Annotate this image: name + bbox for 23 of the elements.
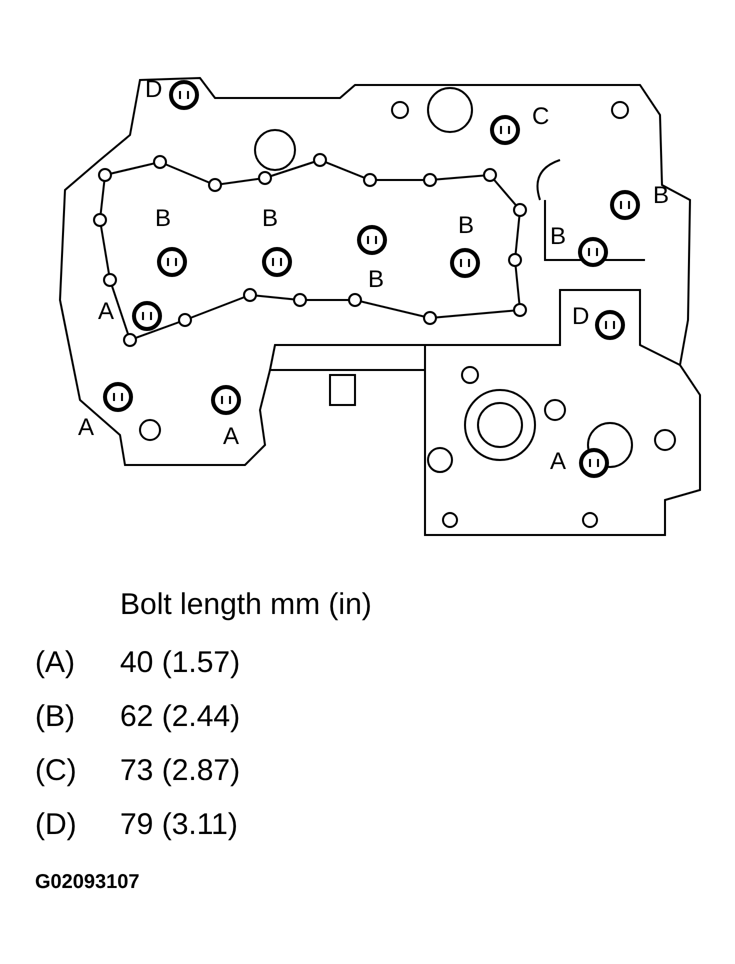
callout-letter: B (155, 207, 172, 231)
callout-letter: B (262, 207, 278, 231)
callout-letter: D (145, 78, 162, 102)
bolt-length: 79 (3.11) (120, 810, 238, 840)
figure-code: G02093107 (35, 872, 140, 892)
bolt-key: (C) (35, 756, 77, 786)
bolt-length: 62 (2.44) (120, 702, 240, 732)
bolt-key: (D) (35, 810, 77, 840)
callout-letter: B (653, 184, 670, 208)
callout-letter: A (78, 416, 94, 440)
table-heading: Bolt length mm (in) (120, 590, 372, 620)
bolt-length: 73 (2.87) (120, 756, 240, 786)
callout-letter: A (223, 425, 240, 449)
callout-letter: B (368, 268, 384, 292)
callout-letter: C (532, 105, 550, 129)
bolt-key: (A) (35, 648, 75, 678)
callout-letter: A (550, 450, 566, 474)
callout-letter: D (572, 305, 590, 329)
bolt-length: 40 (1.57) (120, 648, 240, 678)
bolt-key: (B) (35, 702, 75, 732)
callout-letter: B (550, 225, 566, 249)
callout-letter: B (458, 214, 474, 238)
callout-letter: A (98, 300, 114, 324)
